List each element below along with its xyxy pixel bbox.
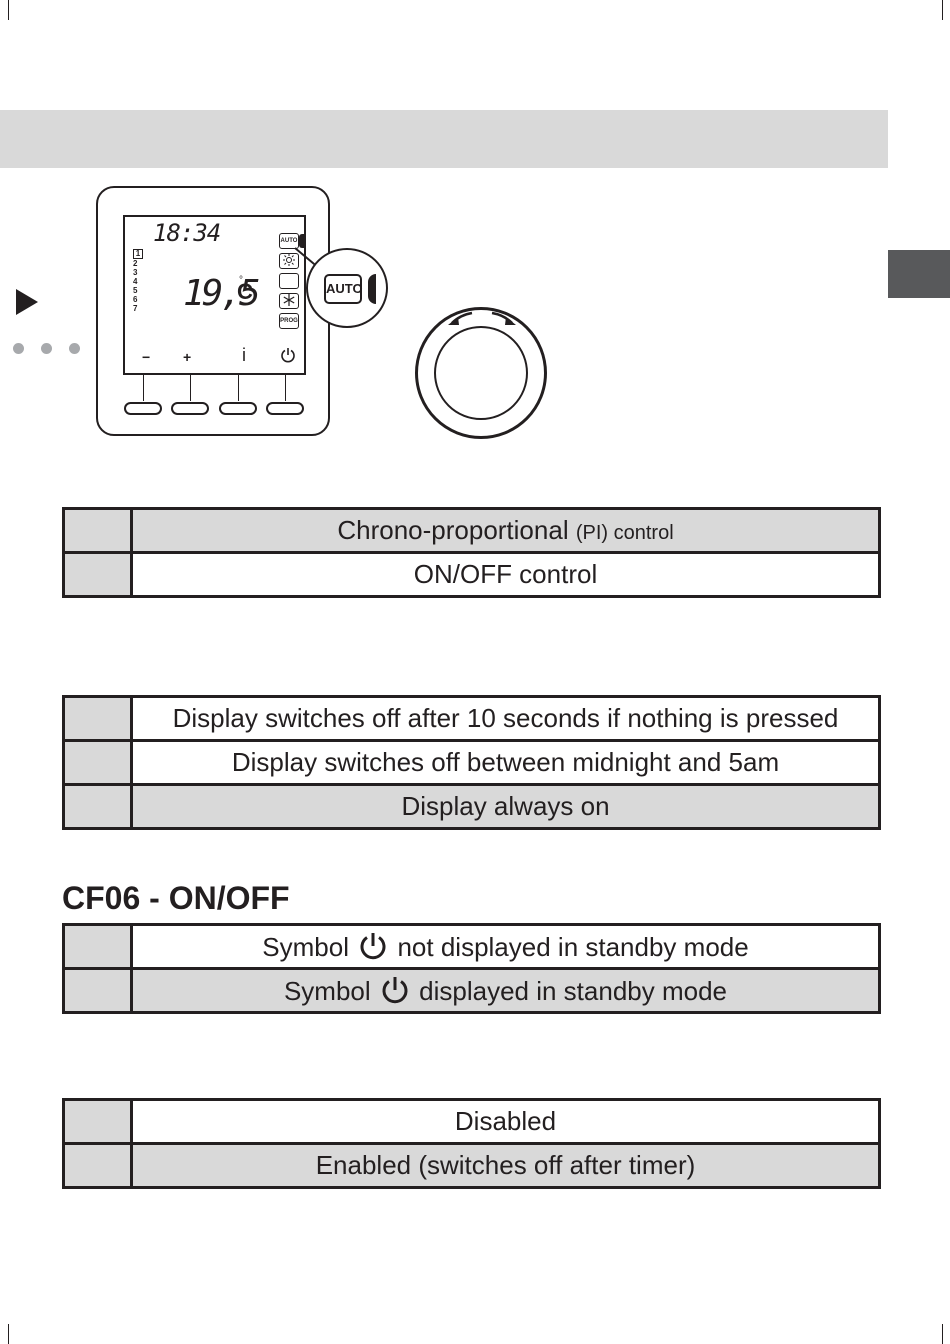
option-description: Display switches off after 10 seconds if… — [130, 695, 881, 742]
temperature-unit: C — [237, 279, 253, 304]
option-description: Enabled (switches off after timer) — [130, 1142, 881, 1189]
option-description: Disabled — [130, 1098, 881, 1145]
option-text: Chrono-proportional — [337, 515, 569, 545]
button-leader — [143, 375, 144, 401]
info-label: i — [242, 345, 246, 365]
table-row: Enabled (switches off after timer) — [62, 1142, 881, 1189]
option-description: ON/OFF control — [130, 551, 881, 598]
temperature-readout: 19,5 — [183, 273, 261, 314]
knob-center — [434, 326, 528, 420]
option-description: Symbol displayed in standby mode — [130, 967, 881, 1014]
table-row: Display switches off between midnight an… — [62, 739, 881, 786]
snowflake-icon — [279, 293, 299, 309]
auto-mode-marker-zoomed — [368, 274, 376, 304]
option-description: Symbol not displayed in standby mode — [130, 923, 881, 970]
auto-zoom-callout: AUTO — [306, 248, 388, 328]
auto-mode-marker — [299, 234, 304, 248]
button-leader — [190, 375, 191, 401]
option-text-after: displayed in standby mode — [419, 975, 728, 1006]
table-row: Disabled — [62, 1098, 881, 1145]
option-description: Chrono-proportional (PI) control — [130, 507, 881, 554]
option-text-before: Symbol — [262, 931, 349, 962]
minus-button[interactable] — [124, 402, 162, 415]
option-key — [62, 695, 133, 742]
crop-mark — [942, 0, 943, 20]
table-row: Symbol displayed in standby mode — [62, 967, 881, 1014]
power-icon — [382, 976, 408, 1003]
rotate-arrows-icon — [448, 311, 516, 325]
day-1: 1 — [133, 249, 143, 259]
option-key — [62, 1098, 133, 1145]
crop-mark — [942, 1324, 943, 1344]
option-key — [62, 507, 133, 554]
day-3: 3 — [133, 268, 138, 277]
option-description: Display always on — [130, 783, 881, 830]
side-tab — [888, 250, 950, 298]
auto-mode-icon-zoomed: AUTO — [324, 274, 363, 304]
rotary-knob — [415, 307, 547, 439]
timer-table: Disabled Enabled (switches off after tim… — [62, 1098, 881, 1189]
moon-icon — [279, 273, 299, 289]
option-key — [62, 1142, 133, 1189]
option-description: Display switches off between midnight an… — [130, 739, 881, 786]
day-4: 4 — [133, 277, 138, 286]
play-icon — [16, 289, 38, 315]
cf06-table: Symbol not displayed in standby mode Sym… — [62, 923, 881, 1014]
plus-button[interactable] — [171, 402, 209, 415]
table-row: Symbol not displayed in standby mode — [62, 923, 881, 970]
dot-icon — [41, 343, 52, 354]
info-button[interactable] — [219, 402, 257, 415]
table-row: ON/OFF control — [62, 551, 881, 598]
option-suffix: (PI) control — [575, 522, 674, 544]
day-6: 6 — [133, 295, 138, 304]
cf06-heading: CF06 - ON/OFF — [62, 880, 290, 916]
crop-mark — [8, 0, 9, 20]
degree-symbol: ° — [239, 275, 243, 286]
backlight-table: Display switches off after 10 seconds if… — [62, 695, 881, 830]
dot-icon — [13, 343, 24, 354]
day-list: 1 2 3 4 5 6 7 — [133, 249, 147, 313]
control-mode-table: Chrono-proportional (PI) control ON/OFF … — [62, 507, 881, 598]
day-2: 2 — [133, 259, 138, 268]
option-key — [62, 923, 133, 970]
crop-mark — [8, 1324, 9, 1344]
table-row: Display switches off after 10 seconds if… — [62, 695, 881, 742]
lcd-screen: 18:34 1 2 3 4 5 6 7 19,5 ° C AUTO PROG — [123, 215, 306, 375]
button-leader — [238, 375, 239, 401]
option-text-before: Symbol — [283, 975, 371, 1006]
header-band — [0, 110, 888, 168]
option-key — [62, 551, 133, 598]
option-key — [62, 783, 133, 830]
option-key — [62, 967, 133, 1014]
option-key — [62, 739, 133, 786]
dot-icon — [69, 343, 80, 354]
power-button[interactable] — [266, 402, 304, 415]
day-7: 7 — [133, 304, 138, 313]
table-row: Chrono-proportional (PI) control — [62, 507, 881, 554]
sun-icon — [279, 253, 299, 269]
auto-mode-icon: AUTO — [279, 233, 299, 249]
table-row: Display always on — [62, 783, 881, 830]
plus-label: + — [183, 349, 192, 365]
minus-label: − — [142, 349, 151, 365]
option-text-after: not displayed in standby mode — [397, 931, 749, 962]
thermostat-illustration: 18:34 1 2 3 4 5 6 7 19,5 ° C AUTO PROG — [96, 186, 330, 436]
power-icon — [360, 932, 386, 959]
prog-mode-icon: PROG — [279, 313, 299, 329]
day-5: 5 — [133, 286, 138, 295]
button-leader — [285, 375, 286, 401]
power-icon — [280, 347, 296, 366]
clock-readout: 18:34 — [153, 219, 221, 247]
mode-icons: AUTO PROG — [279, 233, 299, 333]
